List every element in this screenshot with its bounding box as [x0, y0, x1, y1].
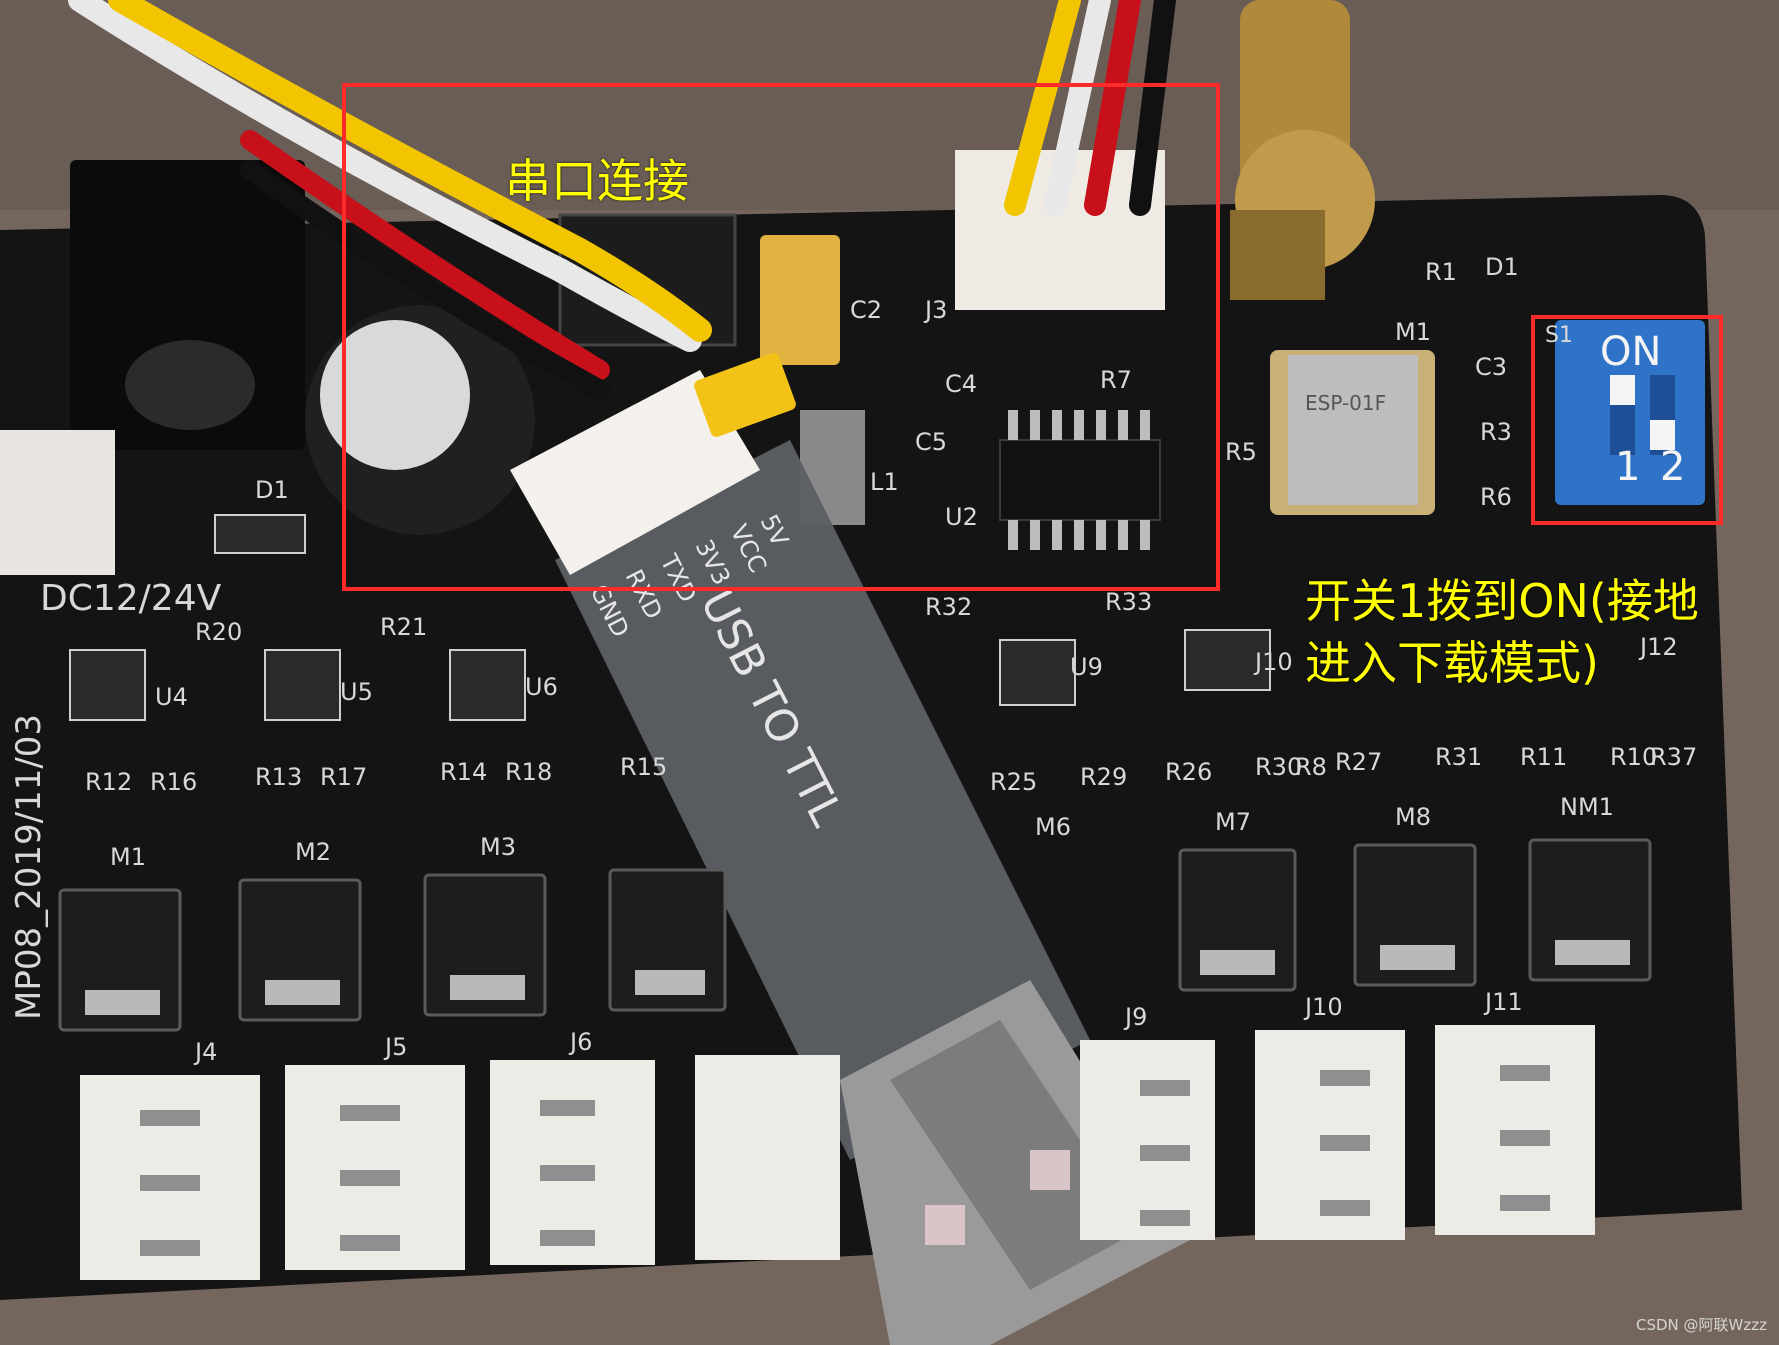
- svg-text:M8: M8: [1395, 803, 1431, 831]
- svg-text:U6: U6: [525, 673, 558, 701]
- mosfet-row: [58, 838, 1652, 1032]
- svg-text:R27: R27: [1335, 748, 1382, 776]
- svg-text:J3: J3: [923, 296, 947, 324]
- svg-text:R12: R12: [85, 768, 132, 796]
- watermark: CSDN @阿联Wzzz: [1636, 1316, 1767, 1334]
- svg-text:R7: R7: [1100, 366, 1132, 394]
- svg-text:R26: R26: [1165, 758, 1212, 786]
- switch-note-line1: 开关1拨到ON(接地: [1305, 574, 1699, 628]
- voltage-marking: DC12/24V: [40, 578, 222, 619]
- svg-text:R31: R31: [1435, 743, 1482, 771]
- svg-text:J10: J10: [1303, 993, 1343, 1021]
- svg-text:M6: M6: [1035, 813, 1071, 841]
- svg-text:R11: R11: [1520, 743, 1567, 771]
- switch-toggle-1: [1610, 375, 1635, 405]
- svg-text:R33: R33: [1105, 588, 1152, 616]
- capacitor-c2: [760, 235, 840, 365]
- svg-text:R6: R6: [1480, 483, 1512, 511]
- svg-text:J5: J5: [383, 1033, 407, 1061]
- board-date-marking: MP08_2019/11/03: [9, 714, 49, 1020]
- svg-text:R32: R32: [925, 593, 972, 621]
- svg-text:J6: J6: [568, 1028, 592, 1056]
- switch-toggle-2: [1650, 420, 1675, 450]
- switch-on-label: ON: [1600, 329, 1661, 375]
- chip-u2: [999, 439, 1161, 521]
- svg-text:R21: R21: [380, 613, 427, 641]
- svg-text:R18: R18: [505, 758, 552, 786]
- svg-text:R16: R16: [150, 768, 197, 796]
- svg-text:M1: M1: [110, 843, 146, 871]
- svg-text:R29: R29: [1080, 763, 1127, 791]
- svg-text:U2: U2: [945, 503, 978, 531]
- serial-connection-label: 串口连接: [505, 154, 689, 208]
- connector-j2: [0, 430, 115, 575]
- svg-text:J4: J4: [193, 1038, 217, 1066]
- switch-1-label: 1: [1615, 444, 1640, 490]
- svg-text:R13: R13: [255, 763, 302, 791]
- svg-text:L1: L1: [870, 468, 899, 496]
- svg-text:R20: R20: [195, 618, 242, 646]
- svg-text:R30: R30: [1255, 753, 1302, 781]
- svg-text:R3: R3: [1480, 418, 1512, 446]
- svg-text:M2: M2: [295, 838, 331, 866]
- svg-text:C4: C4: [945, 370, 977, 398]
- svg-text:R5: R5: [1225, 438, 1257, 466]
- svg-text:R1: R1: [1425, 258, 1457, 286]
- svg-text:R14: R14: [440, 758, 487, 786]
- svg-text:D1: D1: [255, 476, 289, 504]
- svg-text:J12: J12: [1638, 633, 1678, 661]
- svg-text:U4: U4: [155, 683, 188, 711]
- svg-text:U5: U5: [340, 678, 373, 706]
- svg-text:U9: U9: [1070, 653, 1103, 681]
- svg-text:M7: M7: [1215, 808, 1251, 836]
- component-labels: J3 C2 C4 R7 C5 L1 U2 M1 R1 D1 C3 R3 R6 R…: [85, 253, 1697, 1066]
- svg-text:R17: R17: [320, 763, 367, 791]
- usb-ttl-adapter: [510, 353, 1190, 1345]
- svg-text:R37: R37: [1650, 743, 1697, 771]
- svg-text:M1: M1: [1395, 318, 1431, 346]
- svg-text:J10: J10: [1253, 648, 1293, 676]
- svg-text:M3: M3: [480, 833, 516, 861]
- svg-text:C2: C2: [850, 296, 882, 324]
- svg-text:R15: R15: [620, 753, 667, 781]
- svg-text:R8: R8: [1295, 753, 1327, 781]
- svg-text:R10: R10: [1610, 743, 1657, 771]
- svg-text:D1: D1: [1485, 253, 1519, 281]
- esp-module-label: ESP-01F: [1305, 391, 1386, 415]
- svg-text:J11: J11: [1483, 988, 1523, 1016]
- switch-note-line2: 进入下载模式): [1305, 636, 1599, 690]
- svg-text:C3: C3: [1475, 353, 1507, 381]
- switch-2-label: 2: [1660, 444, 1685, 490]
- svg-text:C5: C5: [915, 428, 947, 456]
- switch-s1-label: S1: [1545, 323, 1573, 348]
- svg-text:NM1: NM1: [1560, 793, 1614, 821]
- svg-text:R25: R25: [990, 768, 1037, 796]
- svg-text:J9: J9: [1123, 1003, 1147, 1031]
